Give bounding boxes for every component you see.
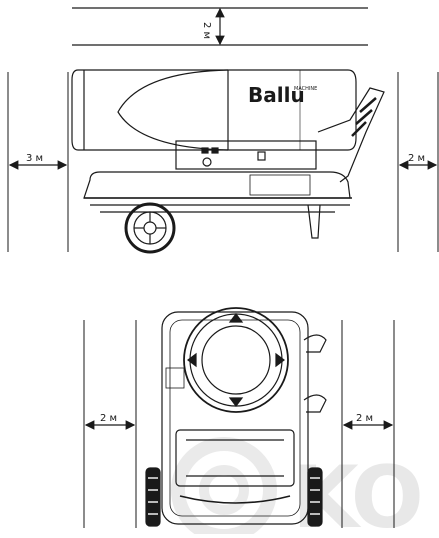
left-clearance-label: 3 м <box>26 153 43 164</box>
wheel <box>124 202 176 254</box>
right-clearance-side-label: 2 м <box>408 153 425 164</box>
left-wheel-top <box>145 467 161 527</box>
control-knob <box>202 157 212 167</box>
control-box <box>175 140 317 170</box>
left-top-clearance-label: 2 м <box>100 413 117 424</box>
transport-handle <box>317 87 385 183</box>
right-bracket-upper <box>303 334 327 353</box>
heater-barrel <box>71 69 357 151</box>
side-view <box>7 7 439 254</box>
frame-outline <box>161 311 309 525</box>
top-clearance-label: 2 м <box>201 22 212 39</box>
heater-nozzle-curve <box>117 69 229 151</box>
top-view <box>83 307 395 528</box>
watermark: KO <box>171 437 424 538</box>
brand-logo-sub: MACHINE <box>294 86 317 92</box>
support-leg <box>307 204 321 239</box>
burner-head <box>183 307 289 413</box>
right-wheel-top <box>307 467 323 527</box>
right-top-clearance-label: 2 м <box>356 413 373 424</box>
right-bracket-lower <box>303 394 327 413</box>
brand-logo: Ballu <box>248 83 305 107</box>
fuel-tank <box>83 171 351 199</box>
tank-top <box>175 429 295 487</box>
